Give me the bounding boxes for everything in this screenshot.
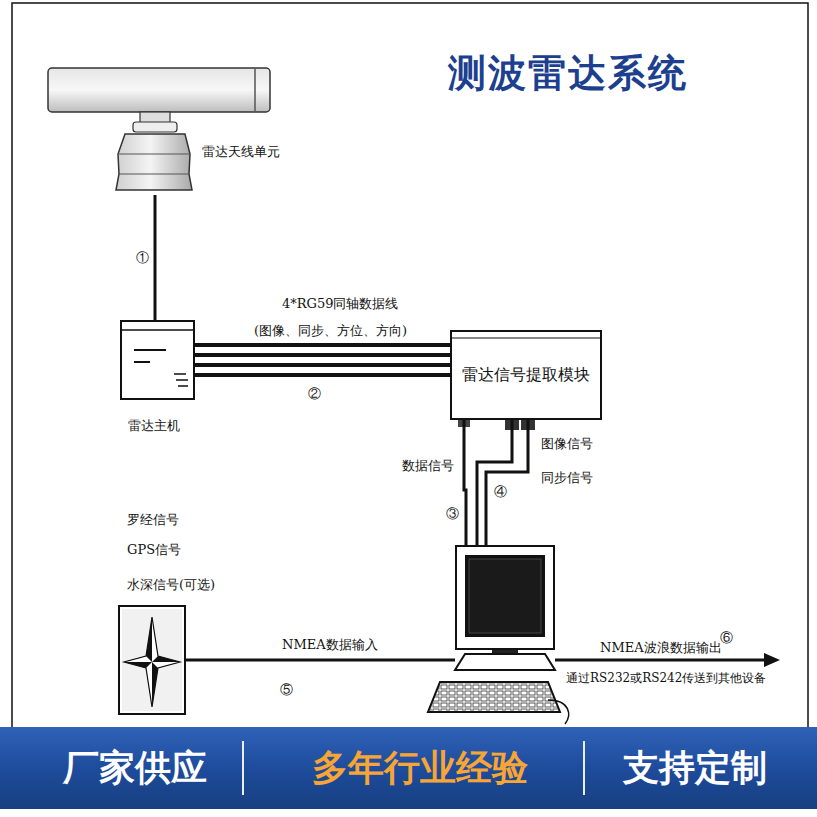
connector bbox=[186, 659, 455, 662]
antenna-unit: 雷达天线单元 bbox=[45, 62, 280, 195]
callout-number: ⑤ bbox=[280, 682, 293, 698]
signal-label: 数据信号 bbox=[402, 458, 454, 474]
node-label: 雷达信号提取模块 bbox=[462, 365, 590, 384]
signal-label: 同步信号 bbox=[541, 470, 593, 486]
banner-divider bbox=[242, 741, 244, 795]
radar-host-box-art bbox=[122, 322, 193, 398]
node-label: 罗经信号 bbox=[127, 512, 179, 528]
compass-gps-box-art bbox=[120, 607, 184, 713]
promo-banner: 厂家供应 多年行业经验 支持定制 bbox=[0, 727, 817, 809]
connector bbox=[195, 353, 450, 357]
node-label: 雷达主机 bbox=[128, 418, 180, 434]
banner-slogan: 多年行业经验 bbox=[312, 746, 528, 789]
signal-label: 4*RG59同轴数据线 bbox=[282, 296, 399, 312]
banner-divider bbox=[583, 741, 585, 795]
banner-slogan: 支持定制 bbox=[623, 746, 767, 789]
node-label: 雷达天线单元 bbox=[202, 144, 280, 160]
connector bbox=[154, 195, 157, 320]
callout-number: ② bbox=[308, 386, 321, 402]
signal-label: (图像、同步、方位、方向) bbox=[254, 323, 407, 339]
connector bbox=[195, 373, 450, 377]
antenna-unit-art bbox=[45, 62, 280, 195]
connector bbox=[486, 420, 528, 545]
compass-gps-box: 罗经信号GPS信号水深信号(可选) bbox=[118, 605, 186, 715]
signal-extract-module: 雷达信号提取模块 bbox=[450, 330, 602, 420]
banner-slogan: 厂家供应 bbox=[63, 746, 207, 789]
node-label: 水深信号(可选) bbox=[127, 577, 215, 593]
computer-monitor-art bbox=[457, 547, 553, 648]
connector bbox=[195, 343, 450, 347]
signal-label: 通过RS232或RS242传送到其他设备 bbox=[566, 671, 766, 685]
connector bbox=[195, 363, 450, 367]
signal-label: 图像信号 bbox=[541, 436, 593, 452]
callout-number: ③ bbox=[446, 506, 459, 522]
callout-number: ④ bbox=[494, 484, 507, 500]
node-label: GPS信号 bbox=[127, 542, 181, 558]
diagram-title: 测波雷达系统 bbox=[448, 48, 688, 99]
radar-host-box: 雷达主机 bbox=[120, 320, 195, 400]
connector bbox=[477, 420, 512, 545]
callout-number: ① bbox=[136, 250, 149, 266]
signal-label: NMEA波浪数据输出 bbox=[600, 640, 722, 656]
callout-number: ⑥ bbox=[720, 630, 733, 646]
edge-label: NMEA数据输入 bbox=[282, 637, 378, 653]
connector bbox=[464, 420, 466, 545]
computer-monitor bbox=[455, 545, 555, 650]
